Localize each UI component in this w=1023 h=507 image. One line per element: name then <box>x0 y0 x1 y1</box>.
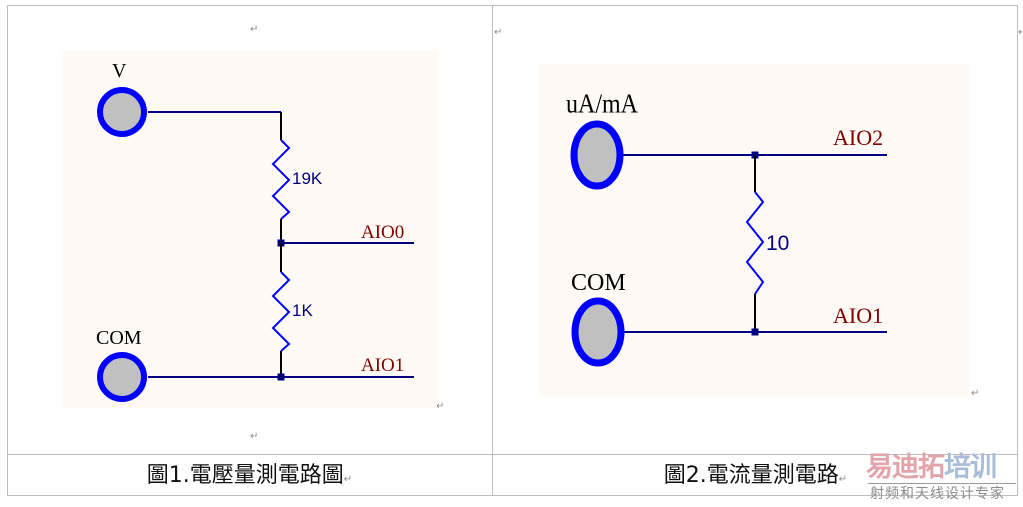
junction-aio1 <box>277 373 285 381</box>
resistor-label-19k: 19K <box>292 169 323 188</box>
figure1-schematic: V COM 19K 1K AIO0 AIO1 <box>96 60 414 402</box>
paragraph-mark: ↵ <box>494 27 503 38</box>
terminal-v-icon <box>97 87 147 137</box>
net-label-aio2: AIO2 <box>833 125 883 150</box>
resistor-label-10: 10 <box>766 232 789 255</box>
junction-aio1 <box>751 328 759 336</box>
terminal-label-com: COM <box>571 270 626 296</box>
table-row-divider <box>7 454 1018 455</box>
terminal-com-icon <box>571 297 625 367</box>
paragraph-mark: ↵ <box>250 431 259 442</box>
terminal-com-icon <box>97 352 147 402</box>
net-label-aio1: AIO1 <box>361 355 404 376</box>
paragraph-mark: ↵ <box>1018 27 1023 38</box>
terminal-label-v: V <box>112 60 127 82</box>
paragraph-mark: ↵ <box>838 474 848 485</box>
paragraph-mark: ↵ <box>250 24 259 35</box>
resistor-10 <box>745 191 765 295</box>
figure1-caption: 圖1.電壓量測電路圖↵ <box>7 456 492 496</box>
paragraph-mark: ↵ <box>343 474 353 485</box>
terminal-label-com: COM <box>96 327 142 349</box>
figure2-caption-text: 圖2.電流量測電路 <box>663 463 839 488</box>
net-label-aio1: AIO1 <box>833 303 883 328</box>
table-column-divider <box>492 5 493 496</box>
figure1-caption-text: 圖1.電壓量測電路圖 <box>146 463 344 488</box>
terminal-current-icon <box>570 120 624 190</box>
terminal-label-current: uA/mA <box>566 88 638 119</box>
figure-table <box>7 5 1018 496</box>
figure2-caption: 圖2.電流量測電路↵ <box>493 456 1018 496</box>
paragraph-mark: ↵ <box>971 388 980 399</box>
net-label-aio0: AIO0 <box>361 222 404 243</box>
resistor-19k <box>271 139 291 220</box>
figure2-schematic: uA/mA COM 10 AIO2 AIO1 <box>566 88 887 367</box>
resistor-1k <box>271 271 291 352</box>
resistor-label-1k: 1K <box>292 301 313 320</box>
paragraph-mark: ↵ <box>436 401 445 412</box>
